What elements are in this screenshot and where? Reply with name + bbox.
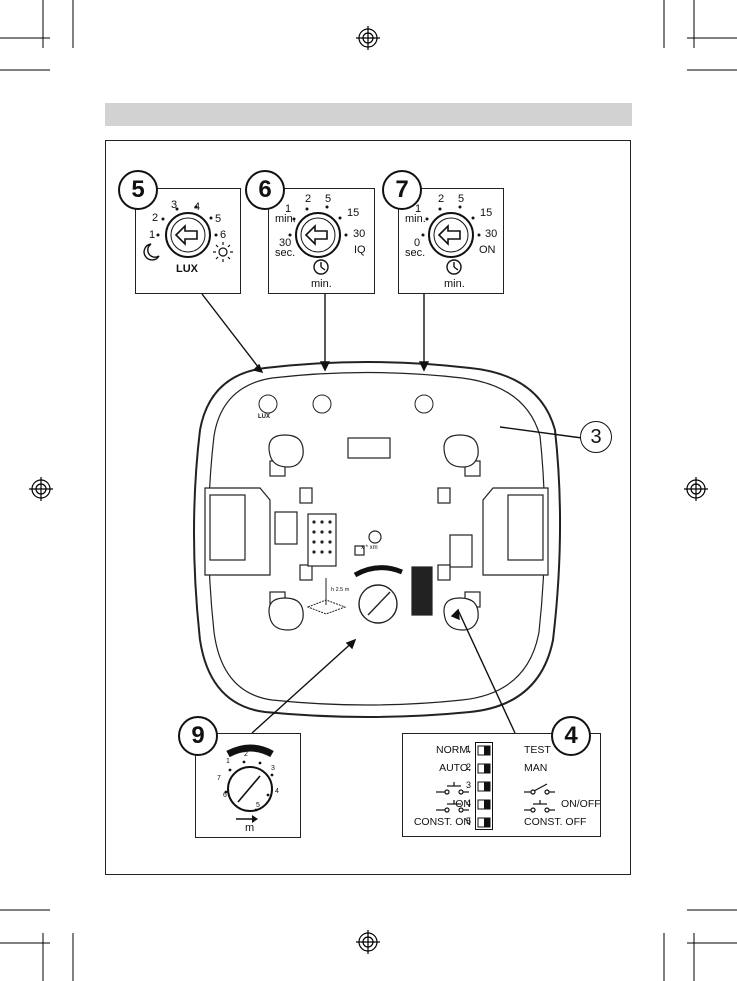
time-unit: min. [311,278,332,290]
lux-tick-1: 1 [149,229,155,241]
time-tick-4: 15 [347,207,359,219]
time-tick-5: 30 [353,228,365,240]
off-tick-5: 30 [485,228,497,240]
moon-icon [144,244,159,260]
off-left-top: min. [405,213,426,225]
off-tick-4: 15 [480,207,492,219]
clock-icon [447,260,461,274]
lux-tick-6: 6 [220,229,226,241]
marker-9: 9 [178,716,218,756]
off-tick-3: 5 [458,193,464,205]
range-tick-7: 7 [217,775,221,782]
off-unit: min. [444,278,465,290]
base-height-note: h 2.5 m [331,587,349,593]
off-left-bottom2: sec. [405,247,425,259]
time-left-top: min. [275,213,296,225]
marker-3: 3 [580,421,612,453]
range-tick-1: 1 [226,758,230,765]
range-unit: m [245,822,254,834]
range-tick-5: 5 [256,802,260,809]
time-tick-6: IQ [354,244,366,256]
range-tick-6: 6 [223,792,227,799]
time-tick-3: 5 [325,193,331,205]
off-tick-6: ON [479,244,496,256]
time-dial-callout: 1 min. 2 5 15 30 IQ 30 sec. min. [268,188,375,294]
marker-4: 4 [551,716,591,756]
marker-7: 7 [382,170,422,210]
lux-label: LUX [176,263,198,275]
base-lux-label: LUX [258,414,270,420]
sun-icon [213,242,233,262]
range-tick-4: 4 [275,788,279,795]
time-tick-2: 2 [305,193,311,205]
lux-tick-3: 3 [171,199,177,211]
clock-icon [314,260,328,274]
off-tick-2: 2 [438,193,444,205]
time-left-bottom2: sec. [275,247,295,259]
lux-tick-2: 2 [152,212,158,224]
lux-tick-5: 5 [215,213,221,225]
range-tick-2: 2 [244,751,248,758]
base-range-note: x * xm [361,545,378,551]
range-tick-3: 3 [271,765,275,772]
lux-tick-4: 4 [194,201,200,213]
marker-5: 5 [118,170,158,210]
marker-6: 6 [245,170,285,210]
